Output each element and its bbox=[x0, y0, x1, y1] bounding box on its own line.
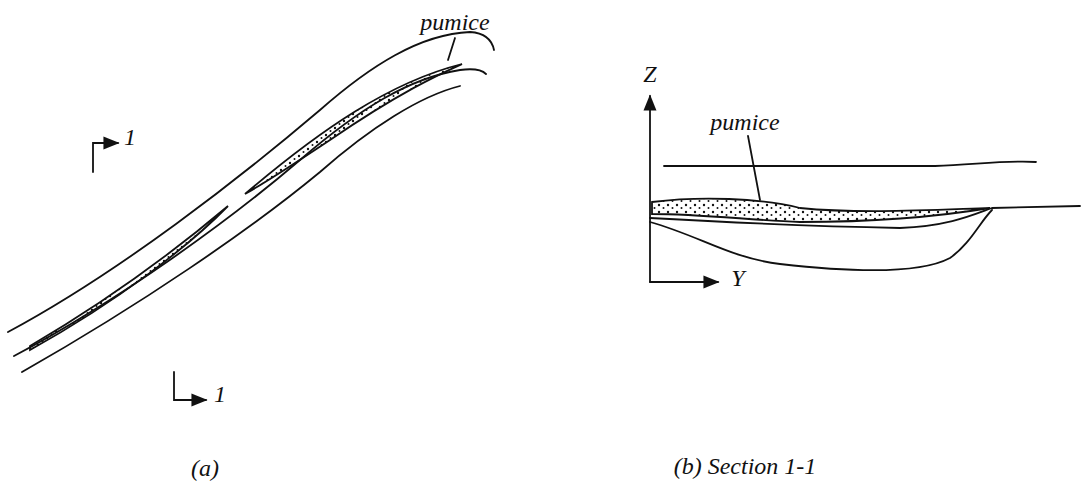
z-axis bbox=[649, 96, 651, 282]
pumice-layer bbox=[652, 199, 990, 222]
panel-caption: (b) Section 1-1 bbox=[674, 454, 817, 478]
leader-line bbox=[448, 38, 455, 60]
section-mark bbox=[174, 372, 206, 400]
section-mark bbox=[93, 143, 118, 172]
stratum-line bbox=[664, 161, 1036, 166]
section-number: 1 bbox=[124, 125, 136, 149]
stratum-line bbox=[650, 210, 992, 270]
leader-line bbox=[748, 136, 760, 200]
axis-label: Z bbox=[643, 62, 656, 86]
material-label: pumice bbox=[710, 110, 779, 134]
band-boundary bbox=[8, 32, 494, 332]
section-number: 1 bbox=[214, 382, 226, 406]
material-label: pumice bbox=[420, 10, 489, 34]
pumice-lens bbox=[30, 206, 228, 350]
pumice-lens bbox=[245, 64, 462, 194]
panel-caption: (a) bbox=[191, 456, 219, 480]
y-axis bbox=[650, 281, 718, 283]
band-boundary bbox=[22, 86, 460, 372]
axis-label: Y bbox=[731, 266, 744, 290]
band-boundary bbox=[14, 69, 486, 356]
